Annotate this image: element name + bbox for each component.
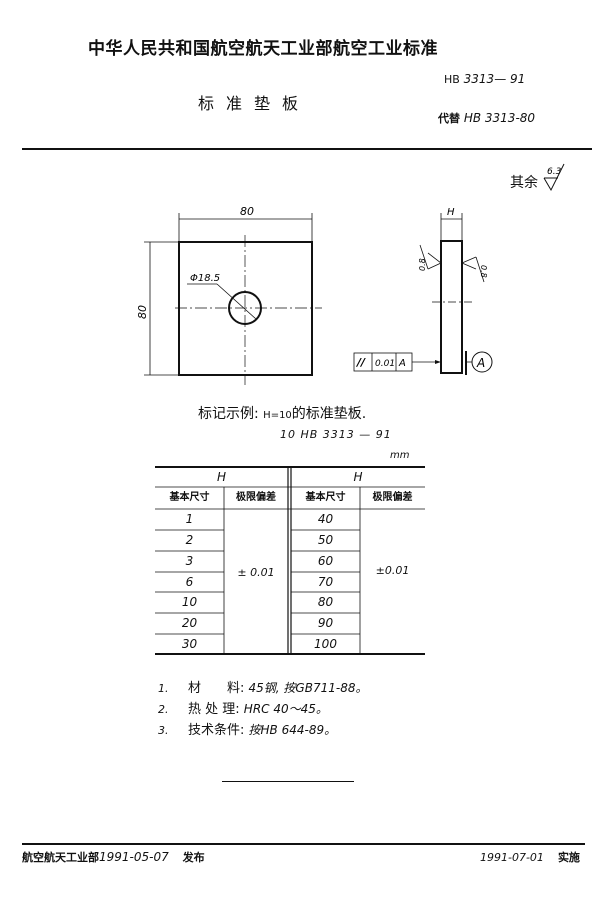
side-view-drawing: H 0.8 0.8 // 0.01 A A xyxy=(353,207,493,375)
roughness-rest-value: 6.3 xyxy=(547,167,562,177)
svg-text:0.8: 0.8 xyxy=(479,265,488,278)
standard-prefix: HB xyxy=(444,73,460,86)
marking-description: 的标准垫板. xyxy=(291,406,367,422)
table-lines xyxy=(155,466,425,655)
table-cell: 80 xyxy=(317,595,334,609)
svg-text:A: A xyxy=(398,358,406,369)
footer-divider xyxy=(22,843,585,845)
replaces-number: HB 3313-80 xyxy=(463,111,536,125)
right-sizes-column: 40 50 60 70 80 90 100 xyxy=(291,509,360,654)
roughness-right-icon: 0.8 xyxy=(460,256,488,283)
unit-label: mm xyxy=(390,450,410,461)
tolerance-frame: // 0.01 A xyxy=(353,352,441,372)
datum-a-icon: A xyxy=(465,351,493,375)
left-col-limit-deviation: 极限偏差 xyxy=(236,492,276,503)
note-item: 2.热 处 理: HRC 40～45。 xyxy=(158,702,328,717)
left-group-header: H xyxy=(216,470,227,484)
left-col-basic-size: 基本尺寸 xyxy=(169,492,210,503)
marking-h-value: H=10 xyxy=(263,410,292,421)
marking-example-label: 标记示例: xyxy=(198,406,259,422)
document-title: 标准垫板 xyxy=(198,94,311,113)
roughness-rest: 其余 xyxy=(510,172,538,192)
end-rule xyxy=(222,781,354,782)
replaces-standard: 代替 HB 3313-80 xyxy=(438,110,535,126)
table-cell: 70 xyxy=(317,575,334,589)
svg-text:A: A xyxy=(476,356,485,370)
publish-date: 1991-05-07 xyxy=(99,850,169,864)
width-dimension: 80 xyxy=(240,205,254,218)
left-sizes-column: 1 2 3 6 10 20 30 xyxy=(155,509,224,654)
table-cell: 3 xyxy=(185,554,194,568)
marking-example: 标记示例: H=10的标准垫板. xyxy=(198,403,366,423)
note-item: 1.材 料: 45钢, 按GB711-88。 xyxy=(158,681,368,696)
svg-text:0.8: 0.8 xyxy=(418,258,427,271)
table-cell: 90 xyxy=(317,616,334,630)
replaces-label: 代替 xyxy=(438,112,460,125)
org-title: 中华人民共和国航空航天工业部航空工业标准 xyxy=(88,39,438,59)
right-tolerance-cell: ±0.01 xyxy=(375,564,410,577)
publish-info: 航空航天工业部1991-05-07 发布 xyxy=(22,849,205,865)
table-cell: 40 xyxy=(317,512,334,526)
table-cell: 1 xyxy=(185,512,194,526)
hole-outline xyxy=(228,291,262,325)
thickness-dimension: H xyxy=(447,207,455,218)
publisher: 航空航天工业部 xyxy=(22,851,99,864)
right-group-header: H xyxy=(353,470,363,484)
roughness-rest-label: 其余 xyxy=(510,175,538,191)
table-cell: 60 xyxy=(317,554,334,568)
table-cell: 30 xyxy=(181,637,198,651)
note-item: 3.技术条件: 按HB 644-89。 xyxy=(158,723,337,738)
technical-notes: 1.材 料: 45钢, 按GB711-88。 2.热 处 理: HRC 40～4… xyxy=(158,678,367,741)
roughness-left-icon: 0.8 xyxy=(418,244,442,271)
plate-outline xyxy=(178,241,313,376)
table-cell: 2 xyxy=(185,533,194,547)
publish-label: 发布 xyxy=(182,851,205,864)
parallelism-icon: // xyxy=(355,356,366,369)
table-cell: 20 xyxy=(181,616,198,630)
svg-text:0.01: 0.01 xyxy=(375,359,395,369)
front-view-drawing: 80 80 Φ18.5 xyxy=(136,205,322,385)
roughness-symbol-icon: 6.3 xyxy=(543,163,565,192)
height-dimension: 80 xyxy=(136,305,149,319)
left-tolerance-cell: ± 0.01 xyxy=(237,566,275,579)
header-divider xyxy=(22,148,592,150)
table-cell: 50 xyxy=(317,533,334,547)
right-col-limit-deviation: 极限偏差 xyxy=(372,492,413,503)
right-col-basic-size: 基本尺寸 xyxy=(305,492,346,503)
table-cell: 10 xyxy=(181,595,198,609)
standard-number: HB 3313— 91 xyxy=(444,72,525,86)
table-cell: 6 xyxy=(185,575,194,589)
hole-diameter-dimension: Φ18.5 xyxy=(190,273,220,284)
marking-code: 10 HB 3313 — 91 xyxy=(280,428,392,441)
effective-label: 实施 xyxy=(557,851,580,864)
standard-number-value: 3313— 91 xyxy=(463,72,526,86)
side-outline xyxy=(440,240,463,374)
effective-date: 1991-07-01 xyxy=(480,851,544,864)
effective-info: 1991-07-01 实施 xyxy=(480,849,580,865)
table-cell: 100 xyxy=(314,637,337,651)
